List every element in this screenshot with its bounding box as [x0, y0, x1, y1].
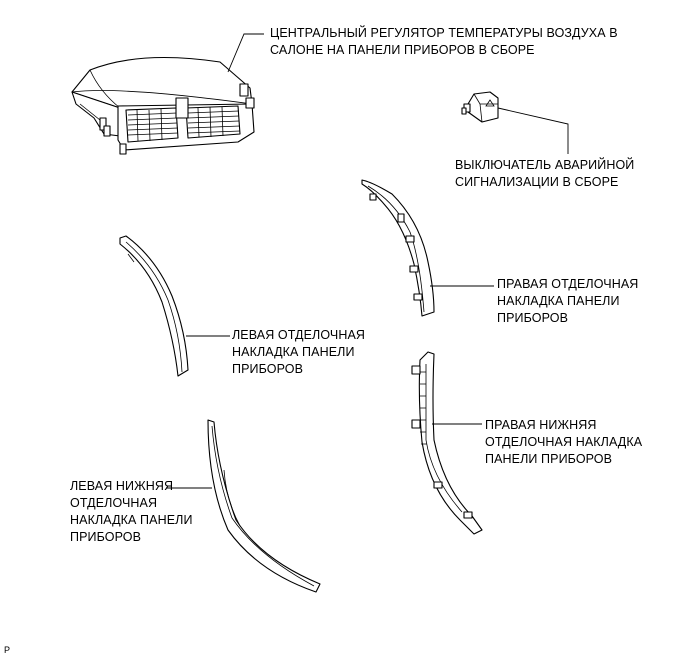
left-lower-garnish-part — [207, 419, 321, 593]
label-hazard-switch: ВЫКЛЮЧАТЕЛЬ АВАРИЙНОЙ СИГНАЛИЗАЦИИ В СБО… — [455, 158, 635, 189]
leader-center-register — [227, 33, 264, 73]
label-center-register: ЦЕНТРАЛЬНЫЙ РЕГУЛЯТОР ТЕМПЕРАТУРЫ ВОЗДУХ… — [270, 26, 618, 57]
hazard-switch-part — [461, 91, 499, 123]
center-register-part — [71, 57, 255, 155]
label-right-lower-garnish: ПРАВАЯ НИЖНЯЯ ОТДЕЛОЧНАЯ НАКЛАДКА ПАНЕЛИ… — [485, 418, 643, 466]
left-garnish-part — [119, 235, 189, 377]
label-left-lower-garnish: ЛЕВАЯ НИЖНЯЯ ОТДЕЛОЧНАЯ НАКЛАДКА ПАНЕЛИ … — [70, 479, 193, 544]
right-lower-garnish-part — [411, 351, 483, 535]
right-garnish-part — [361, 179, 435, 317]
figure-code: P — [4, 645, 11, 655]
label-left-garnish: ЛЕВАЯ ОТДЕЛОЧНАЯ НАКЛАДКА ПАНЕЛИ ПРИБОРО… — [232, 328, 366, 376]
leader-hazard-switch — [497, 107, 569, 154]
label-right-garnish: ПРАВАЯ ОТДЕЛОЧНАЯ НАКЛАДКА ПАНЕЛИ ПРИБОР… — [497, 277, 639, 325]
